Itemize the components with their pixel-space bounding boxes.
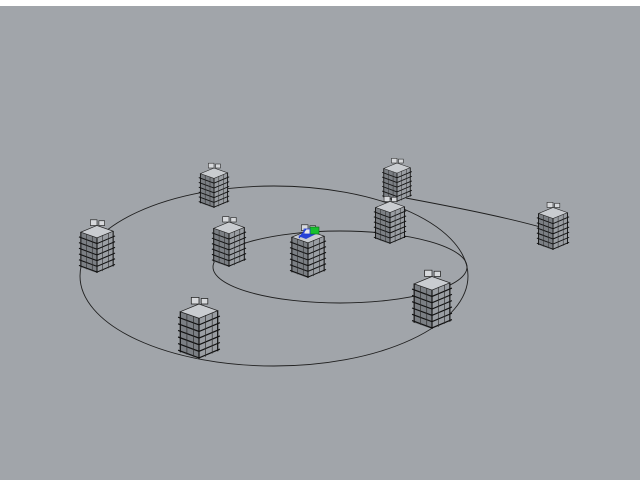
top-edge <box>0 0 640 6</box>
viewport-canvas[interactable] <box>0 6 640 480</box>
outer-orbit <box>79 185 469 367</box>
move-gizmo-icon[interactable] <box>298 226 320 239</box>
building-top-left[interactable] <box>198 162 230 209</box>
building-right[interactable] <box>411 269 453 330</box>
inner-orbit <box>212 230 468 304</box>
building-top-right[interactable] <box>381 157 413 203</box>
building-inner-right[interactable] <box>373 195 407 245</box>
3d-viewport[interactable] <box>0 6 640 480</box>
outer-orbit-extension <box>394 195 558 233</box>
building-bottom-left[interactable] <box>177 296 221 360</box>
building-far-right[interactable] <box>536 201 570 251</box>
building-inner-left[interactable] <box>211 216 247 268</box>
